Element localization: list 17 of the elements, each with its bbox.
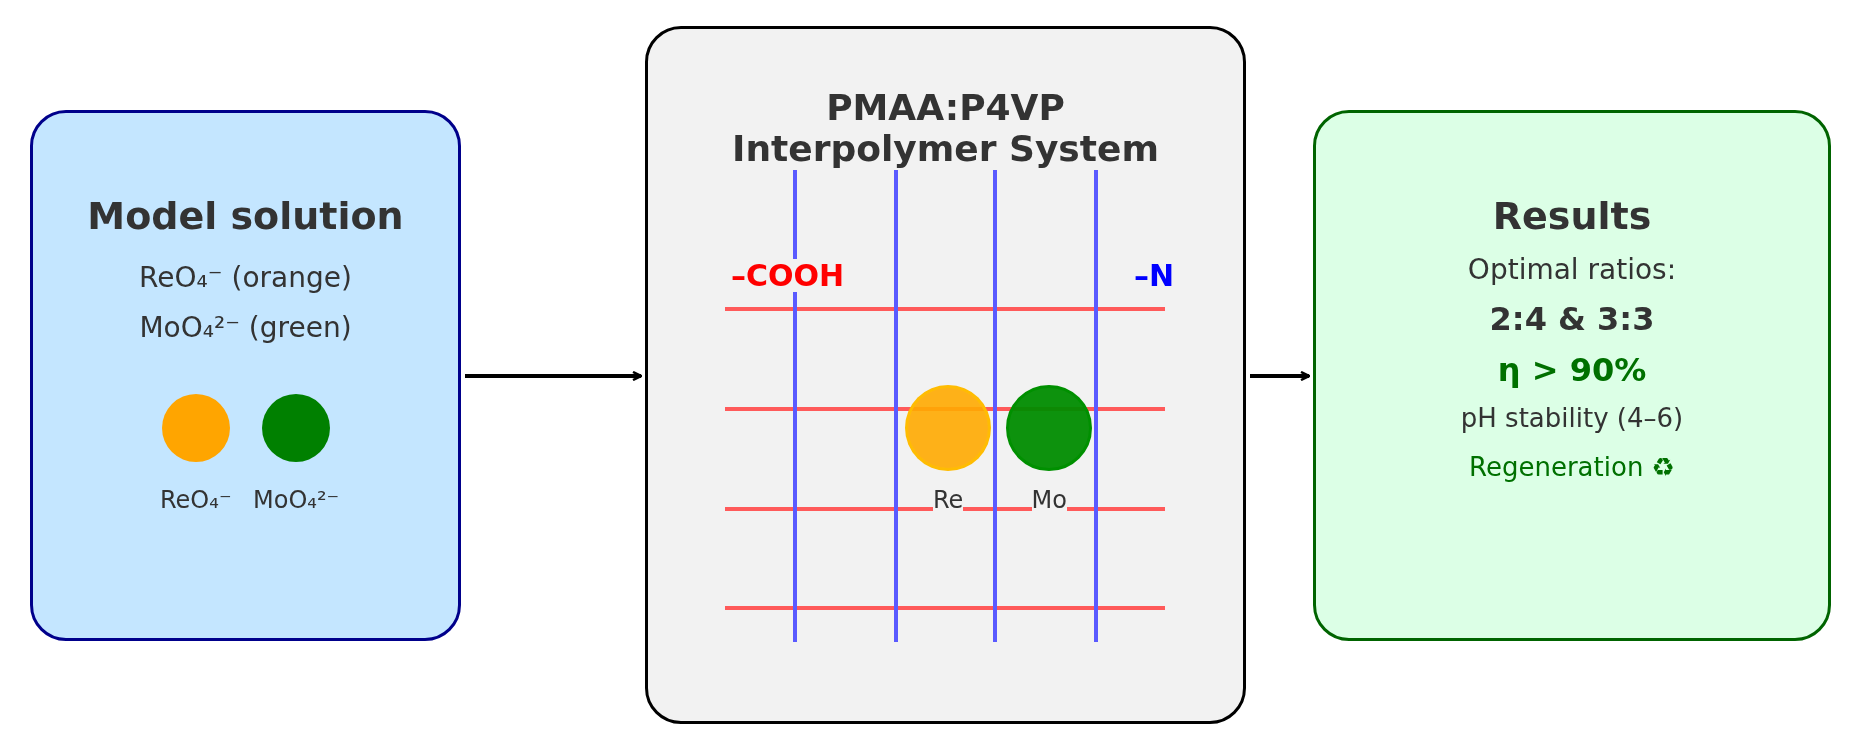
arrow: [1250, 370, 1311, 382]
panel-title: Model solution: [87, 195, 404, 239]
process-panel: [645, 26, 1246, 724]
result-text: pH stability (4–6): [1460, 404, 1684, 434]
results-panel: [1313, 110, 1831, 641]
result-text: Optimal ratios:: [1467, 254, 1677, 287]
efficiency-value: η > 90%: [1497, 352, 1647, 389]
input-panel: [30, 110, 461, 641]
group-label: –COOH: [731, 259, 845, 292]
ion-label: ReO₄⁻ (orange): [139, 262, 352, 295]
result-text: Regeneration ♻: [1469, 453, 1675, 483]
ratio-value: 2:4 & 3:3: [1489, 301, 1655, 338]
ion-caption: Mo: [1031, 487, 1067, 514]
ion-label: MoO₄²⁻ (green): [139, 312, 352, 345]
panel-title: Results: [1492, 195, 1652, 239]
arrow: [465, 370, 643, 382]
ion-caption: Re: [933, 487, 964, 514]
